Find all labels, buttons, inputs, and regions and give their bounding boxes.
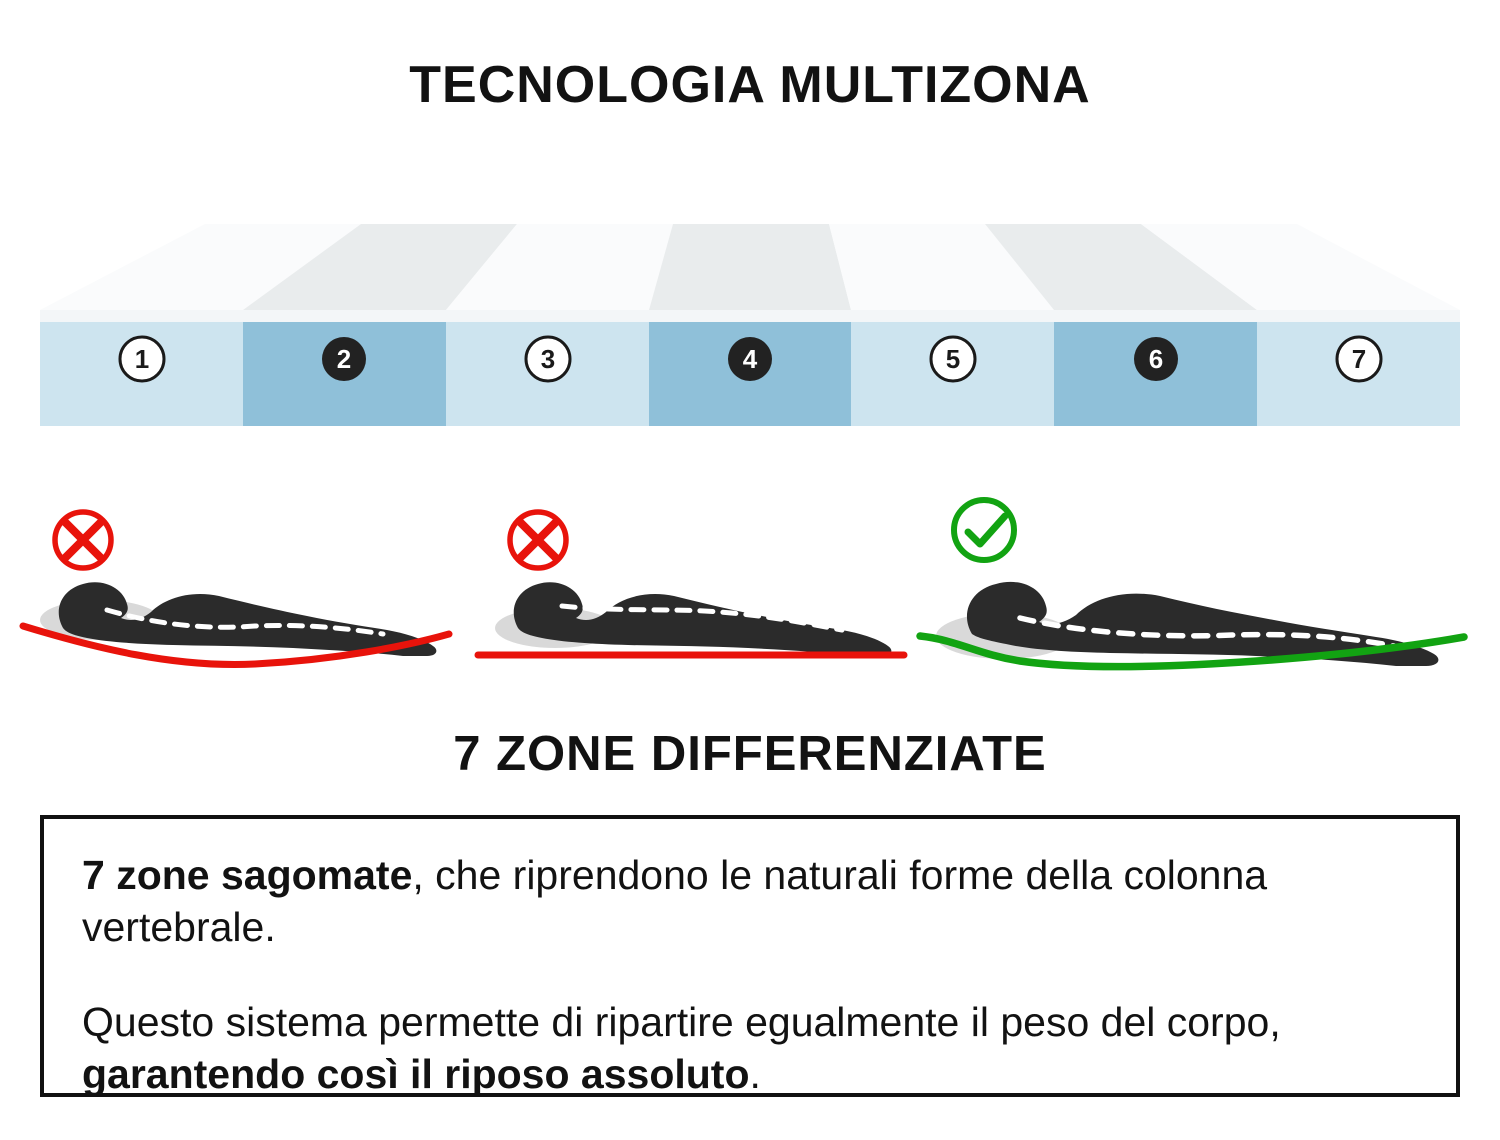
check-icon-circle [951,497,1017,563]
zone-badge-7 [1335,335,1383,383]
mattress-diagram: 1 2 3 4 5 6 7 [40,224,1460,426]
spine-line [1017,615,1397,649]
mattress-line-right [916,632,1468,671]
zone-badge-1 [118,335,166,383]
page-title: TECNOLOGIA MULTIZONA [409,56,1091,114]
zone-number-3: 3 [541,344,555,374]
info-paragraph-1: 7 zone sagomate, che riprendono le natur… [82,849,1418,954]
check-icon [951,497,1017,563]
section-subtitle: 7 ZONE DIFFERENZIATE [453,727,1047,781]
zone-number-1: 1 [135,344,149,374]
info-paragraph-2: Questo sistema permette di ripartire egu… [82,996,1418,1101]
body-silhouette [58,582,437,656]
zone-number-7: 7 [1352,344,1366,374]
mattress-top-zone-5 [829,224,1054,310]
zone-badge-3 [524,335,572,383]
info-p2-bold: garantendo così il riposo assoluto [82,1051,750,1098]
mattress-top-zone-1 [40,224,361,310]
x-icon-cross [61,518,105,562]
figure-wrong-hard [474,509,908,659]
zone-badge-6 [1134,337,1178,381]
mattress-top-zone-6 [985,224,1257,310]
zone-number-6: 6 [1149,344,1163,374]
mattress-line-wrong [19,622,453,668]
mattress-edge-band [40,310,1460,322]
mattress-top-zone-4 [649,224,851,310]
zone-number-5: 5 [946,344,960,374]
info-p2-end: . [749,1051,761,1098]
info-p1-bold: 7 zone sagomate [82,852,413,898]
mattress-top-zone-2 [243,224,517,310]
check-icon-mark [964,512,1009,548]
x-icon-cross [516,518,560,562]
x-icon [507,509,569,571]
mattress-top-zone-3 [446,224,673,310]
body-silhouette [966,581,1439,666]
info-box: 7 zone sagomate, che riprendono le natur… [40,815,1460,1097]
zone-badge-5 [929,335,977,383]
info-p1-rest: , che riprendono le naturali forme della… [82,852,1268,951]
zone-badge-4 [728,337,772,381]
body-silhouette [513,582,892,656]
spine-line [559,603,845,633]
x-icon [52,509,114,571]
zone-badge-2 [322,337,366,381]
spine-line [104,607,386,637]
figure-correct [916,497,1468,671]
mattress-top-zone-7 [1141,224,1460,310]
zone-number-4: 4 [743,344,758,374]
zone-number-2: 2 [337,344,351,374]
figure-wrong-soft [19,509,453,668]
info-p2-start: Questo sistema permette di ripartire egu… [82,998,1281,1045]
